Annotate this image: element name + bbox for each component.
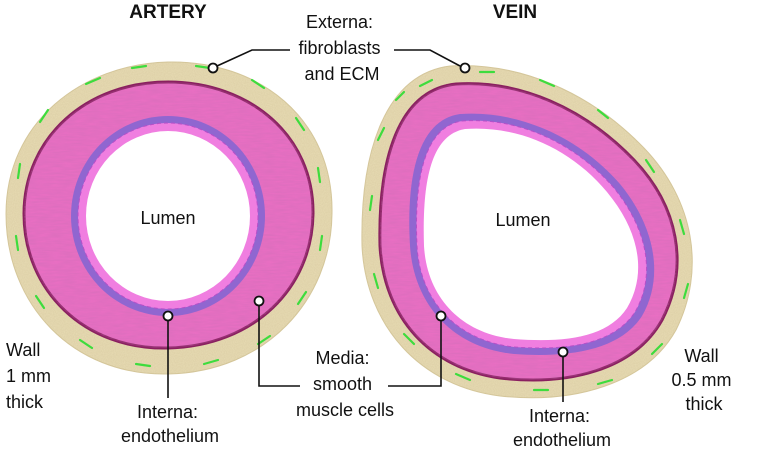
externa-callout: Externa: fibroblasts and ECM <box>207 12 471 84</box>
vein-cross-section: VEIN Lumen Wall 0.5 mm thick Interna: en… <box>361 2 736 450</box>
vein-interna-marker <box>557 346 569 358</box>
vein-title: VEIN <box>493 2 537 23</box>
artery-lumen-label: Lumen <box>140 208 195 228</box>
externa-leader-vein <box>394 49 461 67</box>
artery-wall-label: Wall 1 mm thick <box>6 340 56 412</box>
vein-lumen-label: Lumen <box>495 210 550 230</box>
artery-cross-section: ARTERY Lumen Wall 1 mm thick Interna: en… <box>5 2 333 446</box>
externa-marker-vein <box>459 62 471 74</box>
artery-interna-label: Interna: endothelium <box>121 402 219 446</box>
vein-fibroblasts <box>368 70 690 392</box>
media-callout: Media: smooth muscle cells <box>253 295 447 420</box>
externa-label: Externa: fibroblasts and ECM <box>298 12 385 84</box>
artery-interna-marker <box>162 310 174 322</box>
vein-interna-label: Interna: endothelium <box>513 406 611 450</box>
externa-marker-artery <box>207 62 219 74</box>
artery-fibroblasts <box>14 64 324 368</box>
externa-leader-artery <box>216 49 290 67</box>
artery-title: ARTERY <box>129 2 207 23</box>
media-marker-vein <box>435 310 447 322</box>
vein-lumen <box>423 128 639 341</box>
artery-lumen <box>86 131 250 301</box>
media-label: Media: smooth muscle cells <box>296 348 394 420</box>
vein-wall-label: Wall 0.5 mm thick <box>671 346 736 414</box>
media-leader-artery <box>258 305 300 387</box>
media-leader-vein <box>388 320 442 387</box>
media-marker-artery <box>253 295 265 307</box>
